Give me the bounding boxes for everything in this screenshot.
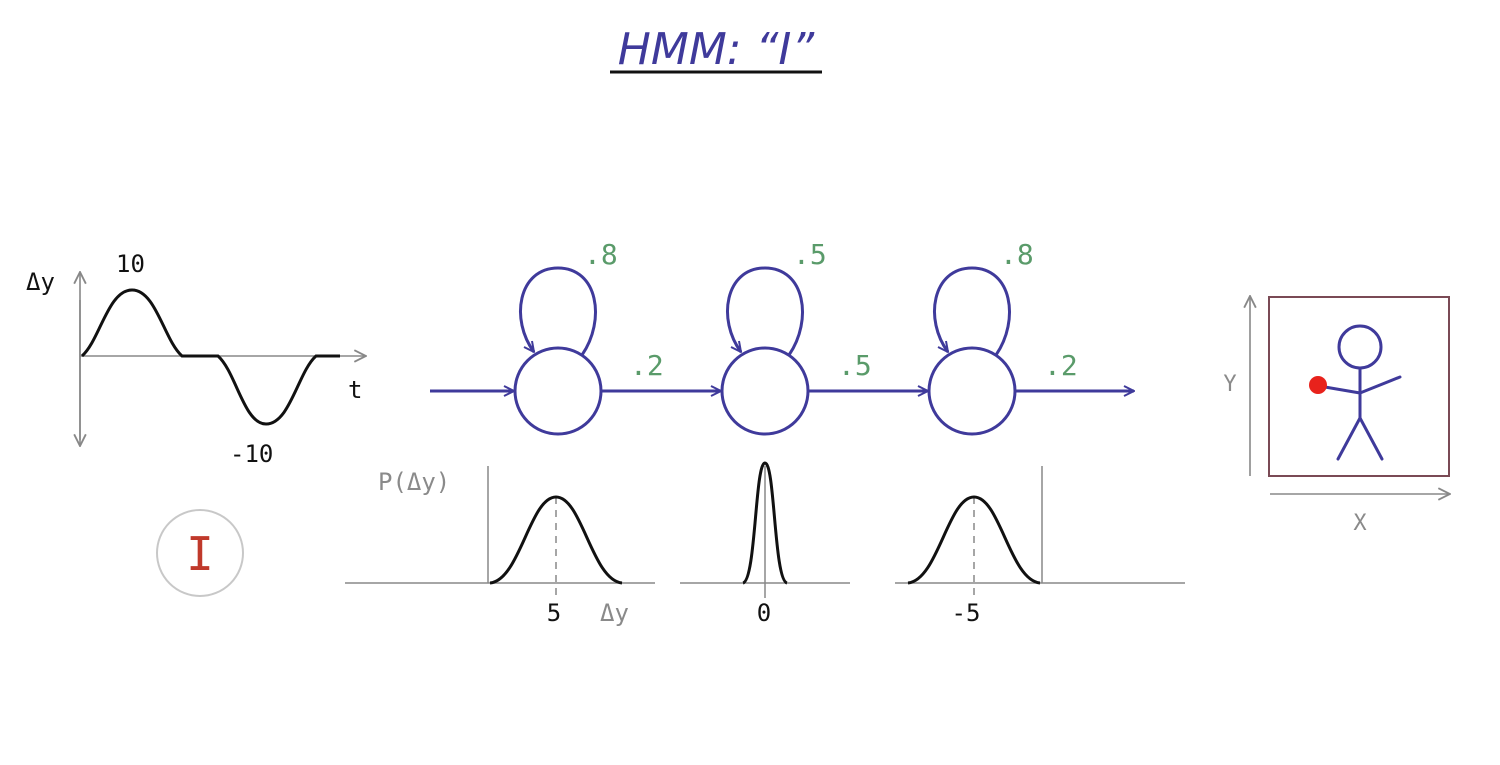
hmm-state-1 (513, 346, 603, 436)
gaussian-curve-1 (489, 495, 623, 585)
self-loop-2 (726, 266, 804, 356)
mean-label-1: 5 (547, 599, 561, 627)
waveform-curve (80, 288, 340, 426)
next-prob-label-3: .2 (1044, 349, 1078, 382)
next-prob-label-1: .2 (630, 349, 664, 382)
letter-badge-letter: I (186, 527, 214, 581)
hmm-state-3 (927, 346, 1017, 436)
frame-y-label: Y (1223, 372, 1236, 397)
gaussian-curve-2 (741, 461, 789, 585)
red-dot-icon (1309, 376, 1327, 394)
self-prob-label-2: .5 (793, 238, 827, 271)
gaussian-curve-3 (907, 495, 1041, 585)
emission-x-label: Δy (600, 599, 629, 627)
gesture-frame: Y X (1223, 296, 1450, 536)
self-loop-3 (933, 266, 1011, 356)
waveform-trough-label: -10 (230, 440, 273, 468)
hmm-state-2 (720, 346, 810, 436)
mean-label-2: 0 (757, 599, 771, 627)
emission-y-label: P(Δy) (378, 468, 450, 496)
emission-distributions: P(Δy) Δy 5 0 -5 (345, 461, 1185, 627)
page-title: HMM: “I” (618, 24, 816, 75)
mean-label-3: -5 (952, 599, 981, 627)
frame-x-label: X (1353, 511, 1367, 536)
waveform-y-label: Δy (26, 268, 55, 296)
waveform-x-label: t (348, 376, 362, 404)
hmm-chain: .8 .2 .5 .5 .8 .2 (430, 238, 1134, 436)
next-prob-label-2: .5 (838, 349, 872, 382)
letter-badge-circle (156, 509, 244, 597)
waveform-plot: Δy t 10 -10 (26, 250, 366, 468)
stick-figure-icon (1317, 324, 1402, 461)
letter-badge: I (156, 509, 244, 597)
self-prob-label-3: .8 (1000, 238, 1034, 271)
waveform-peak-label: 10 (116, 250, 145, 278)
self-loop-1 (519, 266, 597, 356)
self-prob-label-1: .8 (584, 238, 618, 271)
frame-box (1268, 296, 1450, 477)
